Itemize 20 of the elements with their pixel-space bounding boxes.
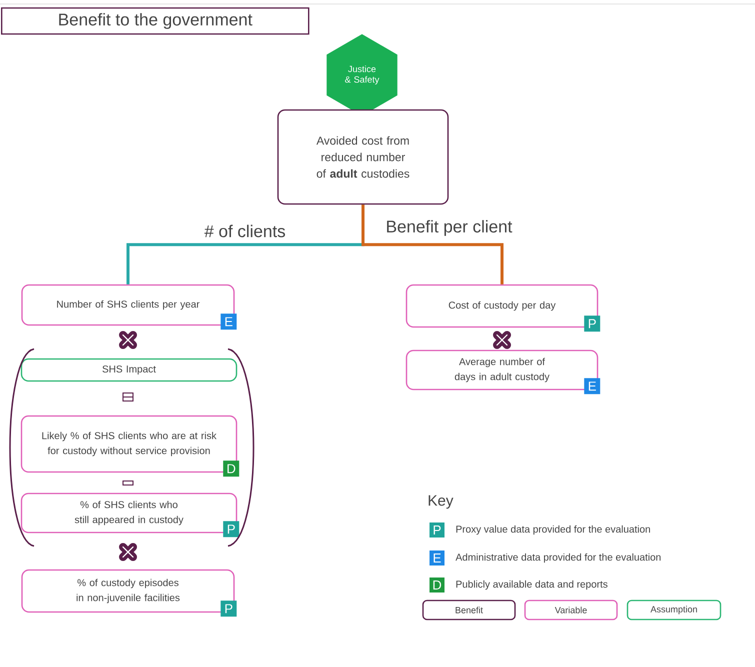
data-source-badge: P (220, 600, 237, 617)
data-source-badge: E (220, 314, 237, 330)
legend-text: Administrative data provided for the evaluation (456, 553, 661, 563)
benefit-box: Avoided cost from reduced number of adult custodies (277, 109, 449, 205)
data-source-badge: P (223, 521, 240, 538)
assumption-box: SHS Impact (20, 358, 238, 382)
connector-line (362, 204, 504, 284)
edge-label: Benefit per client (384, 219, 514, 237)
legend-text: Publicly available data and reports (456, 580, 608, 590)
category-hexagon: Justice & Safety (326, 34, 398, 116)
title-box: Benefit to the government (1, 7, 310, 35)
data-source-badge: D (223, 460, 240, 477)
edge-label: # of clients (203, 224, 287, 238)
legend-box: Benefit (422, 600, 516, 620)
legend-box: Assumption (626, 600, 722, 620)
data-source-badge: E (584, 378, 600, 394)
legend-box: Variable (524, 600, 618, 620)
data-source-badge: P (584, 316, 600, 332)
legend-text: Proxy value data provided for the evaluation (456, 525, 650, 535)
key-heading: Key (428, 495, 454, 509)
